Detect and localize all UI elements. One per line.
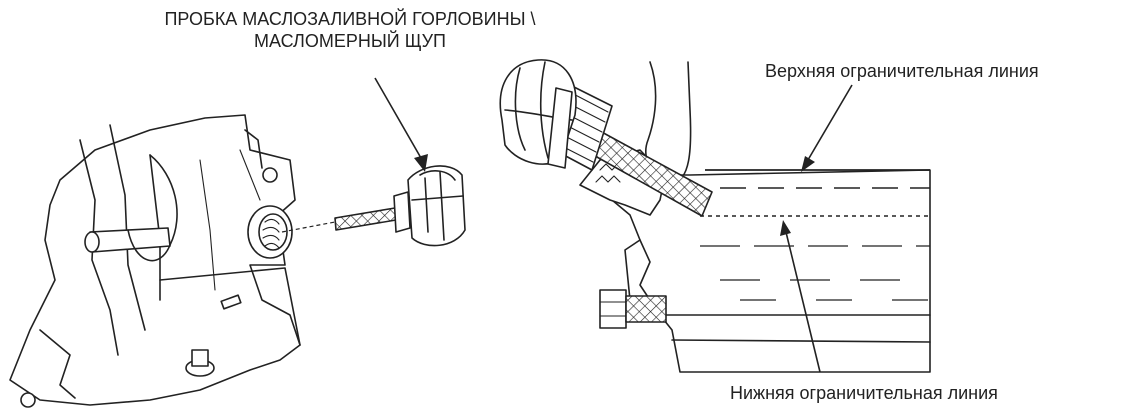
engine-rib xyxy=(79,139,119,356)
lower-limit-label: Нижняя ограничительная линия xyxy=(730,383,998,403)
section-dipstick-knurl xyxy=(588,130,712,216)
oil-plug-label: ПРОБКА МАСЛОЗАЛИВНОЙ ГОРЛОВИНЫ \ МАСЛОМЕ… xyxy=(100,8,600,52)
engine-bolt-head xyxy=(191,349,209,367)
engine-ridge xyxy=(39,329,76,399)
upper-limit-label: Верхняя ограничительная линия xyxy=(765,61,1039,81)
plug-pointer-line xyxy=(374,77,426,166)
filler-neck-thread xyxy=(262,218,280,249)
engine-nut xyxy=(20,392,36,408)
oil-plug-label-line2: МАСЛОМЕРНЫЙ ЩУП xyxy=(254,31,446,51)
plug-pointer-arrowhead xyxy=(414,154,428,172)
engine-rib xyxy=(109,124,146,331)
dipstick-cap xyxy=(393,165,466,247)
crankcase-wall xyxy=(639,239,651,301)
engine-rod-end xyxy=(84,231,100,253)
crankcase-bolt xyxy=(599,289,667,329)
lower-pointer-arrowhead xyxy=(780,220,791,236)
lower-pointer-line xyxy=(784,227,821,373)
engine-boss xyxy=(262,167,278,183)
engine-body-outline xyxy=(9,114,301,406)
oil-plug-label-line1: ПРОБКА МАСЛОЗАЛИВНОЙ ГОРЛОВИНЫ \ xyxy=(164,9,536,29)
filler-neck-inner xyxy=(258,213,288,251)
upper-pointer-line xyxy=(804,84,853,166)
engine-rib xyxy=(199,159,216,291)
section-dipstick-thread-lines xyxy=(545,87,609,163)
engine-notch xyxy=(244,129,263,169)
crankcase-floor xyxy=(671,339,931,343)
engine-left-view xyxy=(9,77,466,408)
dipstick-shaft-knurl xyxy=(335,208,396,230)
engine-rib xyxy=(149,154,161,301)
dipstick-guide-line xyxy=(281,221,336,233)
engine-base xyxy=(159,267,301,346)
engine-wire xyxy=(127,154,178,262)
crankcase-section-view xyxy=(499,59,931,373)
section-dipstick-cap xyxy=(499,59,577,169)
engine-slot xyxy=(220,294,242,310)
upper-pointer-arrowhead xyxy=(801,156,815,172)
engine-rib xyxy=(239,149,261,201)
